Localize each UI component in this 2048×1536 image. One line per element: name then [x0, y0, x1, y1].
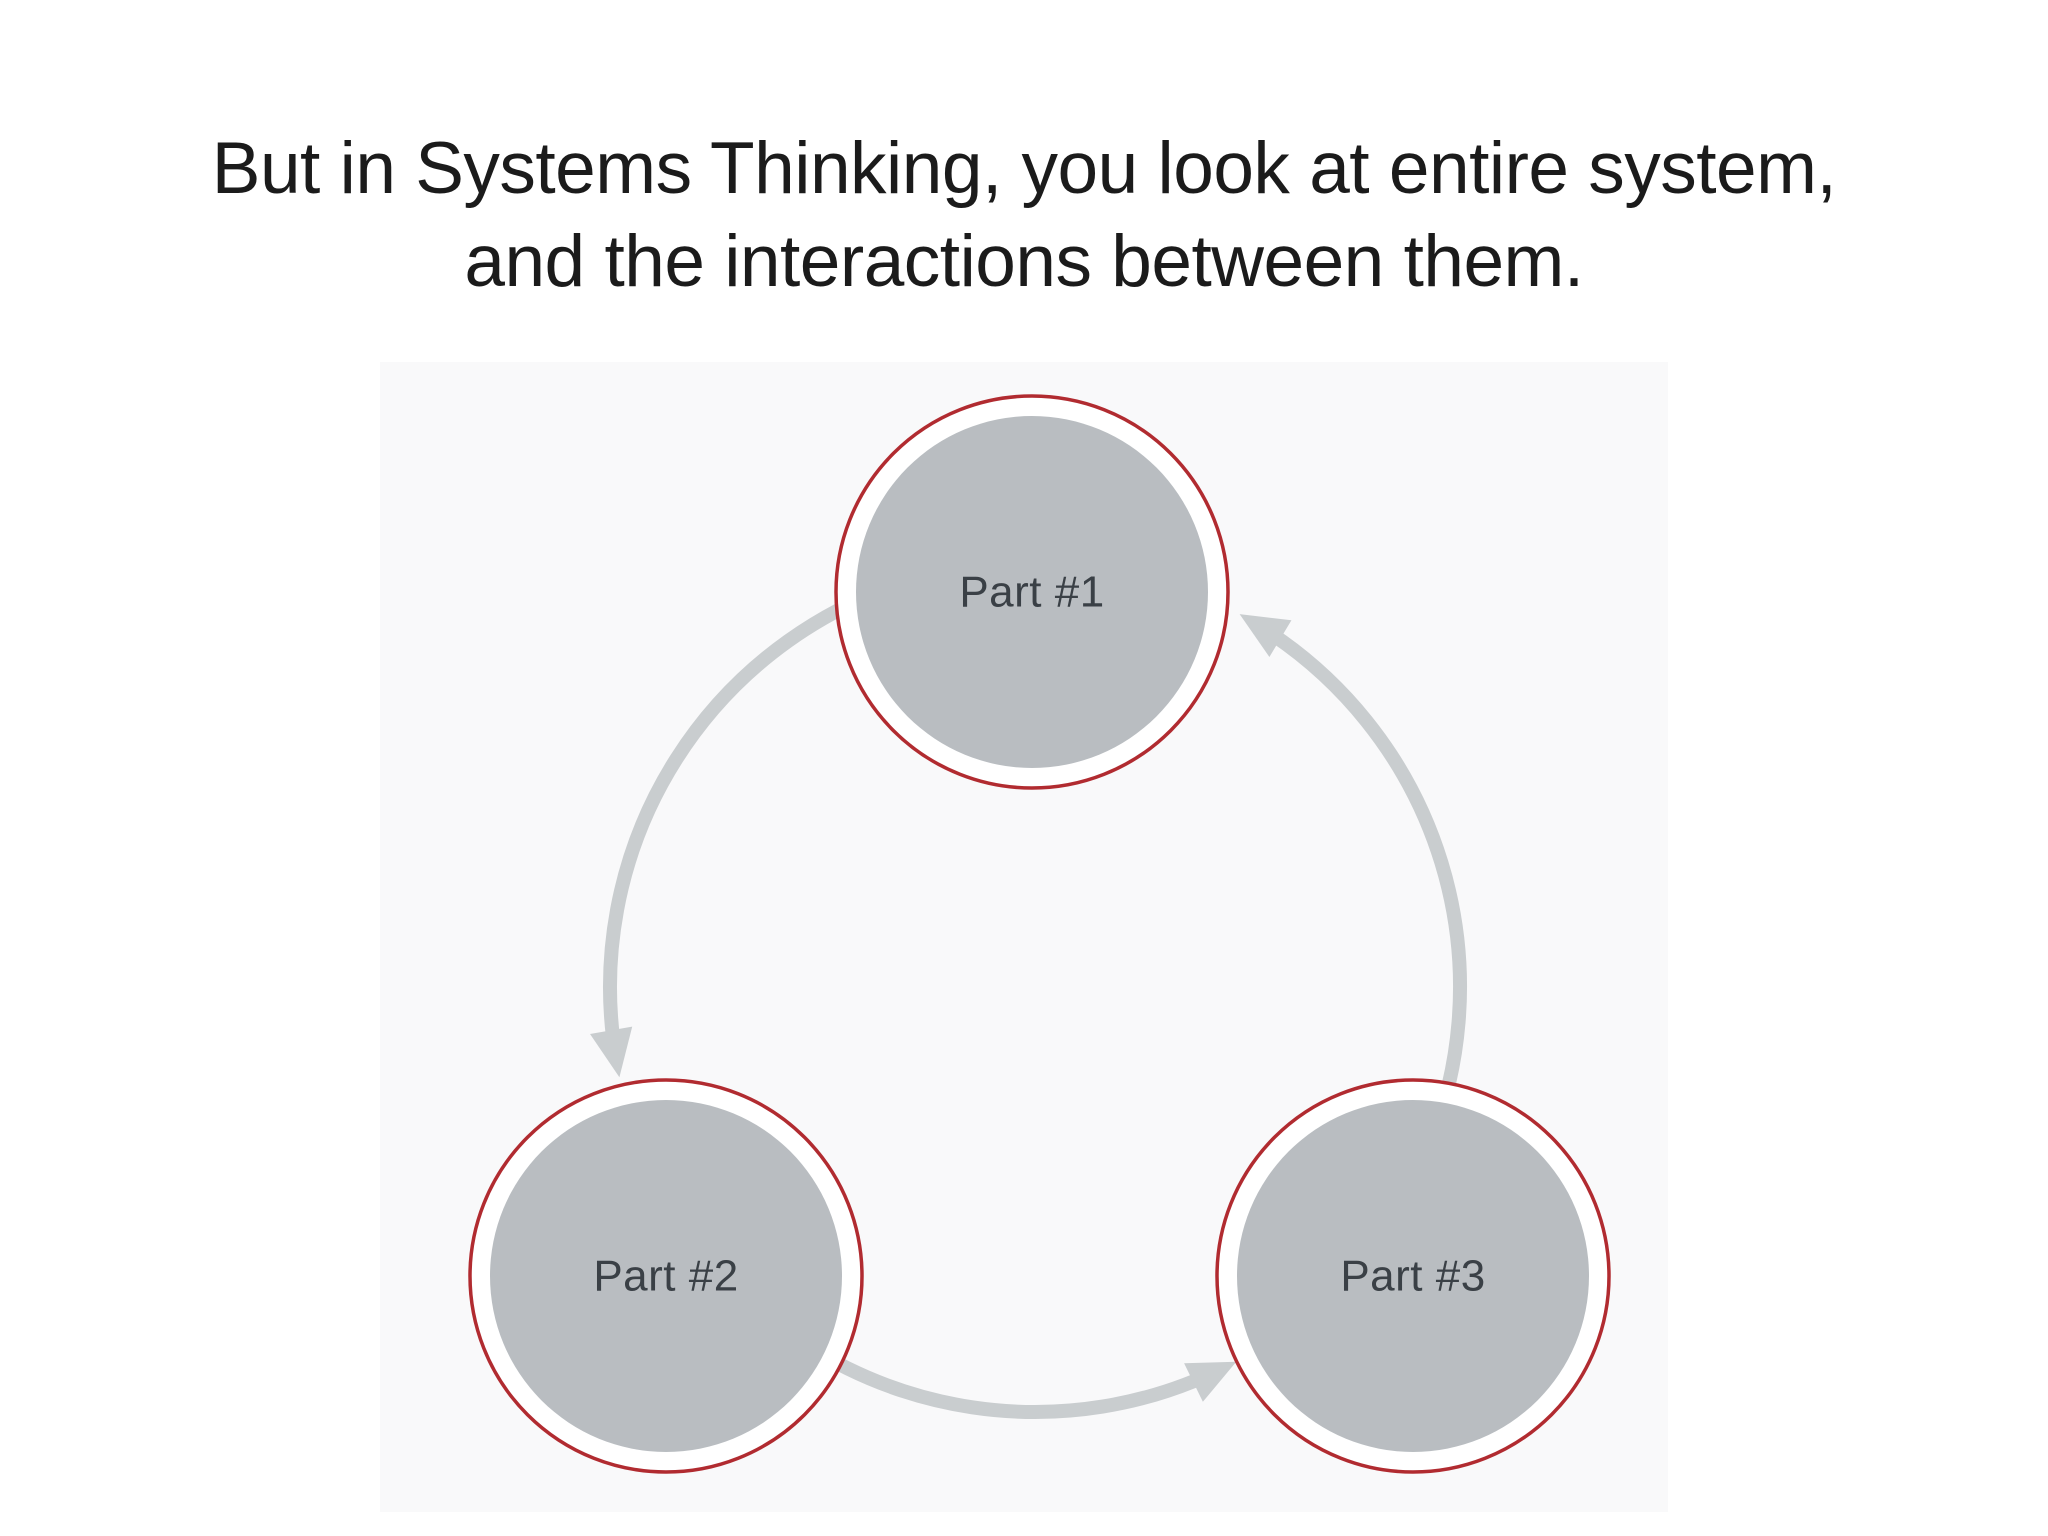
cycle-diagram: Part #1 Part #2 Part #3	[468, 394, 1611, 1474]
node-part-2-label: Part #2	[593, 1252, 738, 1301]
node-part-3-disc	[1237, 1100, 1589, 1452]
node-part-2: Part #2	[468, 1078, 864, 1474]
node-part-3-label: Part #3	[1340, 1252, 1485, 1301]
node-part-2-disc	[490, 1100, 842, 1452]
diagram-panel: Part #1 Part #2 Part #3	[380, 362, 1668, 1512]
title-line-2: and the interactions between them.	[464, 221, 1584, 302]
node-part-3: Part #3	[1215, 1078, 1611, 1474]
arrow-part3-to-part1-icon	[1239, 614, 1468, 1170]
node-part-1-label: Part #1	[959, 568, 1104, 617]
node-part-1-disc	[856, 416, 1208, 768]
slide-title: But in Systems Thinking, you look at ent…	[0, 122, 2048, 308]
node-part-1: Part #1	[834, 394, 1230, 790]
title-line-1: But in Systems Thinking, you look at ent…	[211, 128, 1837, 209]
